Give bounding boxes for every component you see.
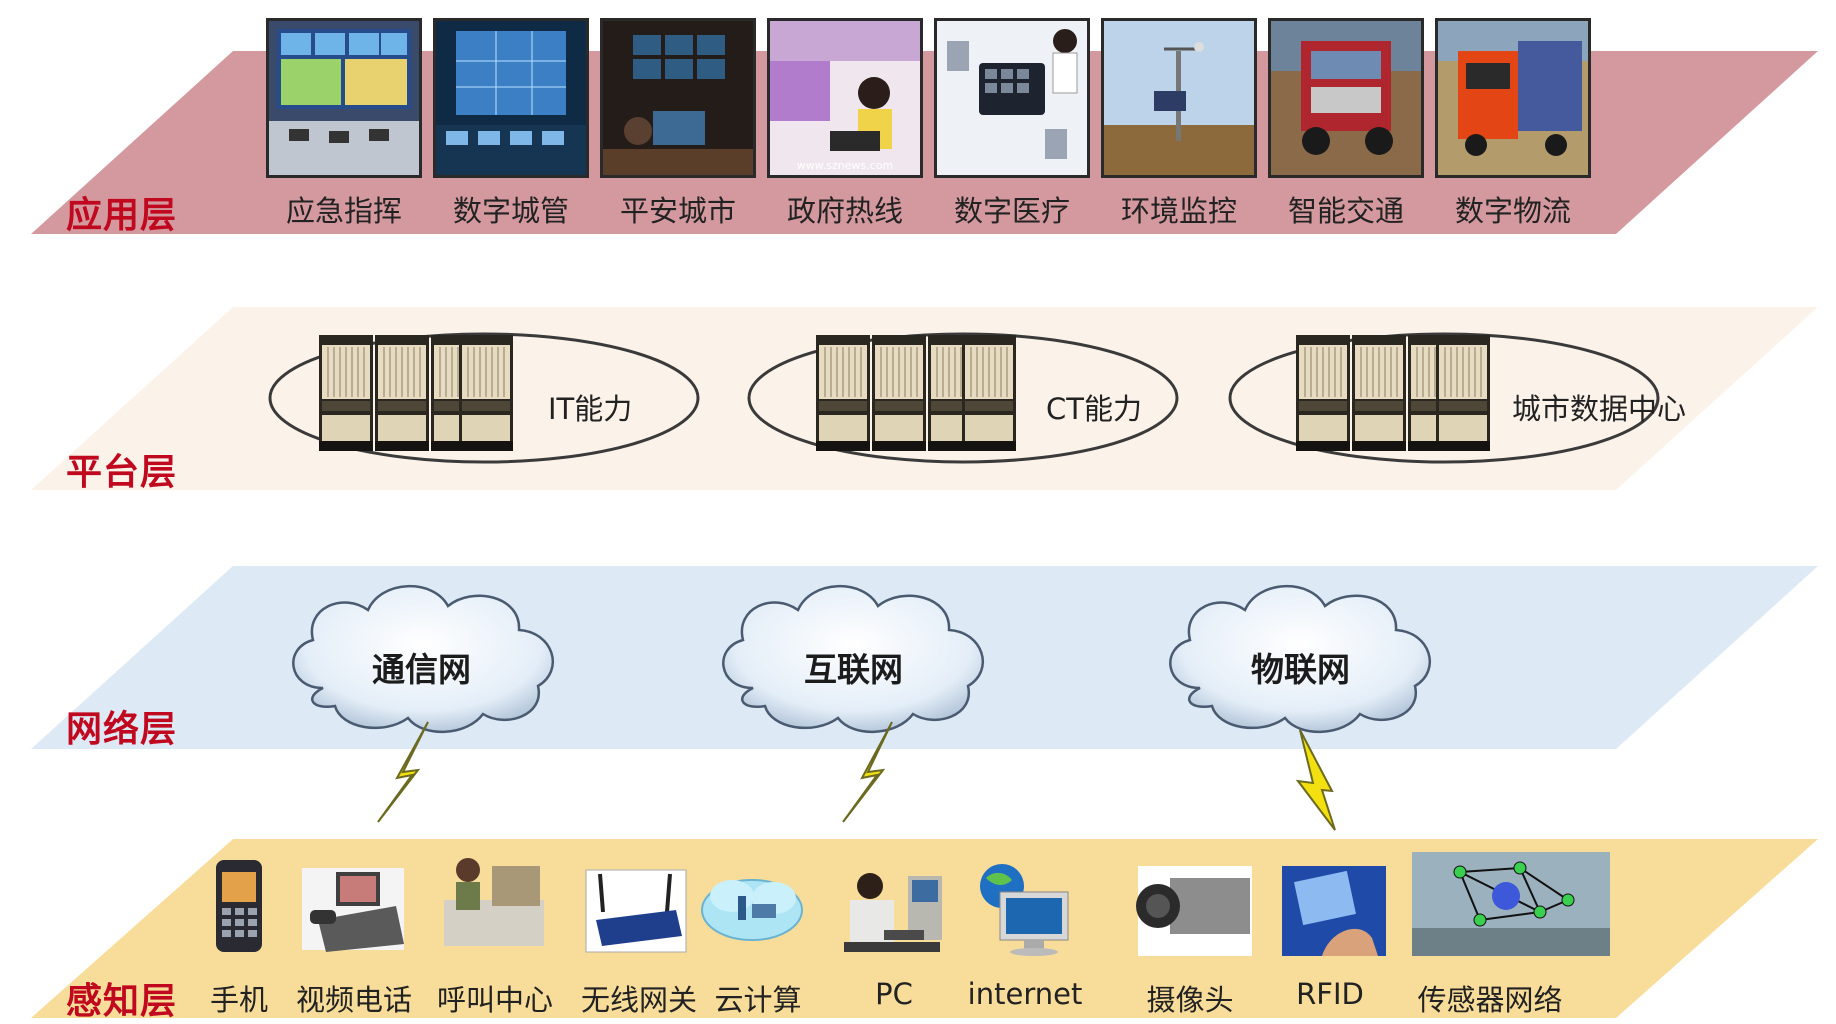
- app-label-environment: 环境监控: [1120, 194, 1237, 228]
- lightning-bolt-icon: [842, 721, 893, 823]
- datacenter-group: [1228, 332, 1660, 464]
- app-photo-traffic: [1268, 18, 1424, 178]
- lightning-bolt-icon: [1295, 729, 1336, 831]
- network-label-telecom: 通信网: [372, 650, 471, 689]
- device-label-sensor-network: 传感器网络: [1417, 983, 1563, 1017]
- network-label-internet: 互联网: [804, 650, 903, 689]
- photo-watermark: www.sznews.com: [797, 159, 893, 172]
- perception-layer-label: 感知层: [66, 981, 178, 1022]
- app-label-traffic: 智能交通: [1287, 194, 1404, 228]
- camera-icon: [1136, 866, 1252, 956]
- app-label-hotline: 政府热线: [786, 194, 903, 228]
- app-label-safe-city: 平安城市: [619, 194, 736, 228]
- rfid-icon: [1282, 866, 1386, 956]
- app-photo-emergency: [266, 18, 422, 178]
- ct-capability-ellipse: [747, 332, 1179, 464]
- app-photo-medical: [934, 18, 1090, 178]
- app-label-urban-management: 数字城管: [452, 194, 569, 228]
- app-label-medical: 数字医疗: [953, 194, 1070, 228]
- device-label-internet: internet: [967, 977, 1083, 1011]
- lightning-bolt-icon: [377, 721, 429, 823]
- device-label-mobile: 手机: [209, 983, 268, 1017]
- sensor-network-icon: [1412, 852, 1610, 956]
- mobile-phone-icon: [216, 860, 262, 952]
- it-capability-ellipse: [268, 332, 700, 464]
- it-capability-label: IT能力: [548, 392, 633, 426]
- device-label-call-center: 呼叫中心: [436, 983, 553, 1017]
- app-label-emergency: 应急指挥: [285, 194, 402, 228]
- app-photo-safe-city: [600, 18, 756, 178]
- application-layer-label: 应用层: [66, 195, 178, 236]
- device-label-camera: 摄像头: [1146, 983, 1234, 1017]
- globe-monitor-icon: [980, 864, 1069, 956]
- pc-user-icon: [844, 873, 942, 952]
- device-label-video-phone: 视频电话: [295, 983, 412, 1017]
- ct-capability-label: CT能力: [1046, 392, 1142, 426]
- device-label-rfid: RFID: [1296, 977, 1364, 1011]
- video-phone-icon: [302, 868, 404, 952]
- app-photo-urban-management: [433, 18, 589, 178]
- cloud-computing-icon: [701, 879, 803, 941]
- platform-layer-label: 平台层: [66, 452, 178, 493]
- app-photo-hotline: www.sznews.com: [767, 18, 923, 178]
- ct-capability-group: [747, 332, 1179, 464]
- device-label-pc: PC: [875, 977, 913, 1011]
- datacenter-label: 城市数据中心: [1512, 392, 1687, 426]
- datacenter-ellipse: [1228, 332, 1660, 464]
- app-photo-logistics: [1435, 18, 1591, 178]
- network-label-iot: 物联网: [1251, 650, 1350, 689]
- wireless-router-icon: [585, 869, 687, 953]
- call-center-icon: [444, 858, 544, 946]
- device-label-cloud: 云计算: [714, 983, 802, 1017]
- app-label-logistics: 数字物流: [1454, 194, 1571, 228]
- network-layer-label: 网络层: [66, 709, 178, 750]
- it-capability-group: [268, 332, 700, 464]
- device-label-gateway: 无线网关: [580, 983, 697, 1017]
- app-photo-environment: [1101, 18, 1257, 178]
